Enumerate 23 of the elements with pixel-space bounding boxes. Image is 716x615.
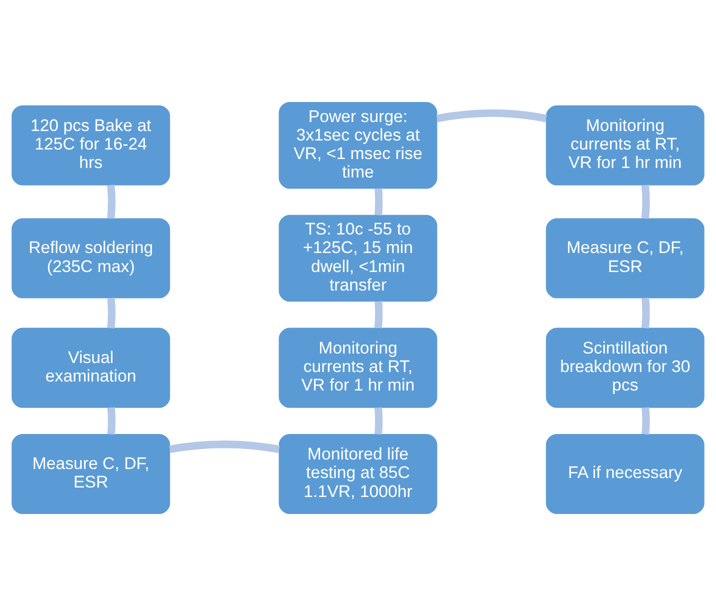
node-box: Monitoring currents at RT, VR for 1 hr min bbox=[278, 327, 438, 408]
connector bbox=[642, 406, 650, 434]
connector bbox=[436, 108, 547, 122]
node-box: Monitoring currents at RT, VR for 1 hr min bbox=[546, 104, 704, 185]
connector bbox=[169, 440, 280, 453]
node-box: 120 pcs Bake at 125C for 16-24 hrs bbox=[12, 104, 170, 185]
node-box: Scintillation breakdown for 30 pcs bbox=[546, 327, 704, 408]
connector bbox=[107, 184, 116, 218]
node-box: Reflow soldering (235C max) bbox=[12, 218, 170, 298]
node-box: Visual examination bbox=[12, 327, 170, 408]
node-box: Power surge: 3x1sec cycles at VR, <1 msec rise time bbox=[278, 101, 438, 188]
node-box: TS: 10c -55 to +125C, 15 min dwell, <1min transfer bbox=[278, 214, 438, 302]
connector bbox=[107, 406, 116, 434]
connector bbox=[374, 300, 383, 328]
connector bbox=[641, 297, 650, 328]
connector bbox=[641, 184, 650, 218]
node-box: Measure C, DF, ESR bbox=[12, 433, 170, 514]
node-box: Monitored life testing at 85C 1.1VR, 1000hr bbox=[278, 433, 438, 514]
connector bbox=[107, 297, 116, 328]
connector bbox=[374, 188, 383, 215]
node-box: FA if necessary bbox=[546, 433, 704, 514]
node-box: Measure C, DF, ESR bbox=[546, 218, 704, 298]
connector bbox=[374, 406, 383, 434]
